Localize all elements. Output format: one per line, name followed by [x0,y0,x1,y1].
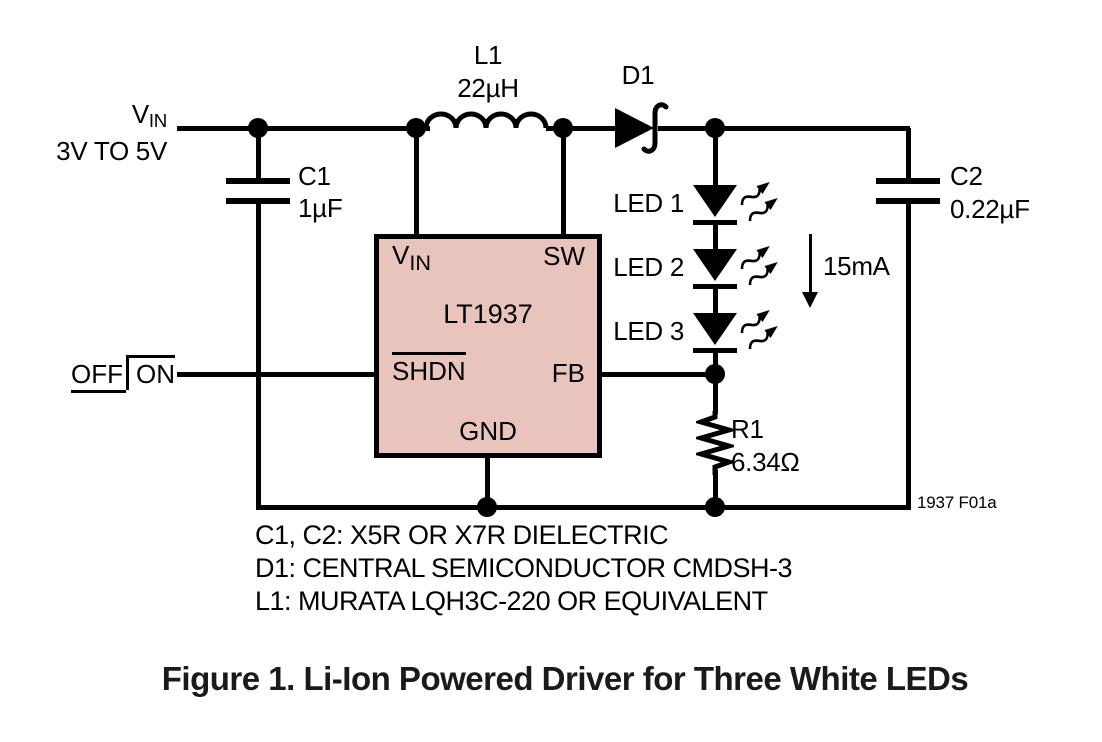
wire-led1-anode [713,126,718,187]
junction-dot-fb [705,364,725,384]
led1-light-arrows-icon [740,182,778,222]
junction-dot-vin-pin [406,118,426,138]
led2-label: LED 2 [613,252,684,282]
ic-pin-shdn: SHDN [392,352,466,384]
figure-caption: Figure 1. Li-Ion Powered Driver for Thre… [161,660,969,697]
l1-value-label: 22µH [457,73,519,103]
led1-symbol [693,185,737,225]
wire-vin-rail [177,126,430,131]
on-level-label: ON [126,355,175,390]
junction-dot-gnd [477,497,497,517]
diode-triangle [615,108,654,148]
off-level-label: OFF [71,358,126,393]
ic-pin-vin-v: V [392,240,410,270]
c2-ref-label: C2 [950,161,983,191]
c2-plate-top [876,178,940,184]
vin-sub: IN [148,110,167,132]
figure-id-label: 1937 F01a [917,493,997,512]
wire-shdn [177,372,374,377]
d1-ref-label: D1 [621,60,655,90]
wire-sw-pin [561,126,566,238]
led1-label: LED 1 [613,188,684,218]
junction-dot-r1-bottom [705,497,725,517]
led-triangle [693,313,737,345]
junction-dot-sw-pin [553,118,573,138]
resistor-zigzag [696,411,734,475]
led-cathode-bar [693,348,737,353]
r1-value-label: 6.34Ω [731,447,800,477]
ic-lt1937-block: VIN SW LT1937 SHDN FB GND [374,234,602,458]
vin-v: V [131,99,149,129]
led2-light-arrows-icon [740,246,778,286]
junction-dot-led-top [705,118,725,138]
current-arrow-line [809,234,812,294]
led-triangle [693,249,737,281]
junction-dot-c1 [248,118,268,138]
wire-vin-pin [414,126,419,238]
resistor-r1-symbol [696,411,734,475]
notes-block: C1, C2: X5R OR X7R DIELECTRIC D1: CENTRA… [255,519,793,618]
ic-pin-vin-sub: IN [409,250,431,276]
note-line: C1, C2: X5R OR X7R DIELECTRIC [255,520,669,550]
note-line: L1: MURATA LQH3C-220 OR EQUIVALENT [255,586,768,616]
note-line: D1: CENTRAL SEMICONDUCTOR CMDSH-3 [255,553,793,583]
vin-range: 3V TO 5V [56,136,167,167]
current-arrow-head-icon [802,292,818,308]
wire-sw-to-diode [546,126,620,131]
wire-c2-upper [906,128,911,182]
c1-plate-top [226,178,290,184]
wire-led1-led2 [713,222,718,253]
wire-gnd-pin [485,455,490,510]
inductor-l1-symbol [425,111,549,129]
wire-r1-bottom [713,470,718,510]
led3-label: LED 3 [613,316,684,346]
c2-value-label: 0.22µF [950,194,1030,224]
wire-led2-led3 [713,286,718,317]
ic-pin-shdn-text: SHDN [392,352,466,384]
vin-source-label: VIN 3V TO 5V [50,99,167,166]
diode-d1-symbol [615,102,669,154]
wire-diode-to-c2 [658,126,910,131]
wire-ground-rail [256,505,910,510]
wire-fb [600,372,715,377]
led2-symbol [693,249,737,289]
c2-plate-bottom [876,198,940,204]
led-cathode-bar [693,220,737,225]
ic-pin-fb: FB [551,358,585,388]
diode-schottky-bar [641,102,669,154]
l1-ref-label: L1 [473,40,503,70]
led-triangle [693,185,737,217]
r1-ref-label: R1 [731,414,764,444]
inductor-coils [425,111,549,129]
wire-c1-lower [256,202,261,508]
ic-pin-gnd: GND [459,416,517,446]
ic-pin-vin: VIN [392,242,431,274]
ic-pin-sw: SW [543,241,585,271]
wire-c1-upper [256,126,261,182]
led3-light-arrows-icon [740,310,778,350]
current-value-label: 15mA [823,251,890,281]
vin-name: VIN [50,99,167,136]
c1-ref-label: C1 [298,161,331,191]
led-cathode-bar [693,284,737,289]
led3-symbol [693,313,737,353]
c1-plate-bottom [226,198,290,204]
c1-value-label: 1µF [298,193,343,223]
ic-part-number: LT1937 [443,299,533,329]
wire-c2-lower [906,202,911,510]
